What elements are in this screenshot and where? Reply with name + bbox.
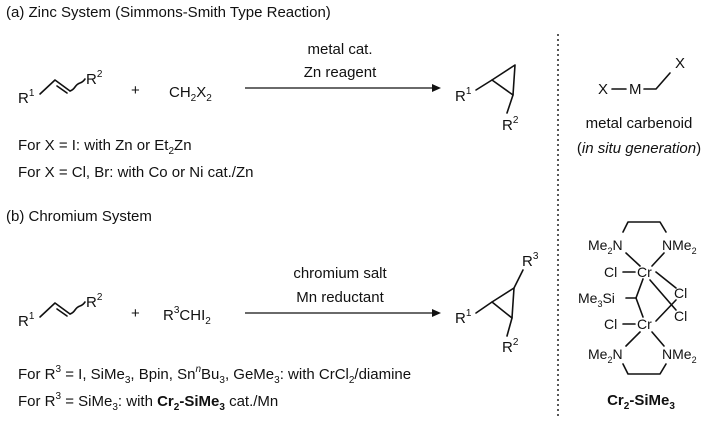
svg-text:Cr: Cr: [637, 316, 652, 332]
svg-text:R2: R2: [86, 292, 103, 311]
svg-text:R1: R1: [18, 88, 35, 107]
svg-text:Cl: Cl: [674, 308, 687, 324]
svg-text:NMe2: NMe2: [662, 346, 697, 365]
note-b-2: For R3 = SiMe3: with Cr2-SiMe3 cat./Mn: [18, 391, 278, 413]
carbenoid-label: metal carbenoid: [586, 115, 693, 132]
cyclopropane-product-b: R1 R3 R2: [455, 251, 539, 356]
arrow-b-bottom-label: Mn reductant: [296, 289, 384, 306]
svg-text:Cl: Cl: [674, 285, 687, 301]
svg-text:Me2N: Me2N: [588, 346, 623, 365]
svg-text:R3: R3: [522, 251, 539, 270]
svg-text:R1: R1: [455, 86, 472, 105]
carbenoid-note: (in situ generation): [577, 140, 701, 157]
arrow-a: [245, 84, 441, 92]
arrow-b: [245, 309, 441, 317]
cyclopropane-product-a: R1 R2: [455, 64, 519, 134]
alkene-a: R1 R2: [18, 69, 103, 107]
note-b-1: For R3 = I, SiMe3, Bpin, SnnBu3, GeMe3: …: [18, 364, 411, 386]
arrow-a-bottom-label: Zn reagent: [304, 64, 377, 81]
svg-text:R2: R2: [502, 337, 519, 356]
svg-text:Me2N: Me2N: [588, 237, 623, 256]
arrow-b-top-label: chromium salt: [293, 265, 387, 282]
cr2-sime3-complex: Me2N NMe2 Cl Cr Cl Me3Si Cl Cl Cr Me2N N…: [578, 221, 697, 375]
svg-text:X: X: [675, 55, 685, 72]
plus-b: +: [131, 305, 140, 322]
complex-name: Cr2-SiMe3: [607, 392, 675, 412]
svg-text:Me3Si: Me3Si: [578, 290, 615, 309]
svg-text:Cr: Cr: [637, 264, 652, 280]
svg-text:M: M: [629, 81, 642, 98]
svg-text:Cl: Cl: [604, 316, 617, 332]
svg-text:R2: R2: [86, 69, 103, 88]
svg-text:R1: R1: [455, 308, 472, 327]
note-a-1: For X = I: with Zn or Et2Zn: [18, 137, 192, 157]
svg-text:R2: R2: [502, 115, 519, 134]
note-a-2: For X = Cl, Br: with Co or Ni cat./Zn: [18, 164, 253, 181]
svg-text:Cl: Cl: [604, 264, 617, 280]
reagent-a: CH2X2: [169, 84, 212, 104]
metal-carbenoid: X M X: [598, 55, 685, 98]
svg-text:X: X: [598, 81, 608, 98]
arrow-a-top-label: metal cat.: [307, 41, 372, 58]
section-b-title: (b) Chromium System: [6, 208, 152, 225]
plus-a: +: [131, 82, 140, 99]
section-a-title: (a) Zinc System (Simmons-Smith Type Reac…: [6, 4, 331, 21]
svg-text:R1: R1: [18, 311, 35, 330]
reagent-b: R3CHI2: [163, 305, 211, 327]
svg-text:NMe2: NMe2: [662, 237, 697, 256]
alkene-b: R1 R2: [18, 292, 103, 330]
